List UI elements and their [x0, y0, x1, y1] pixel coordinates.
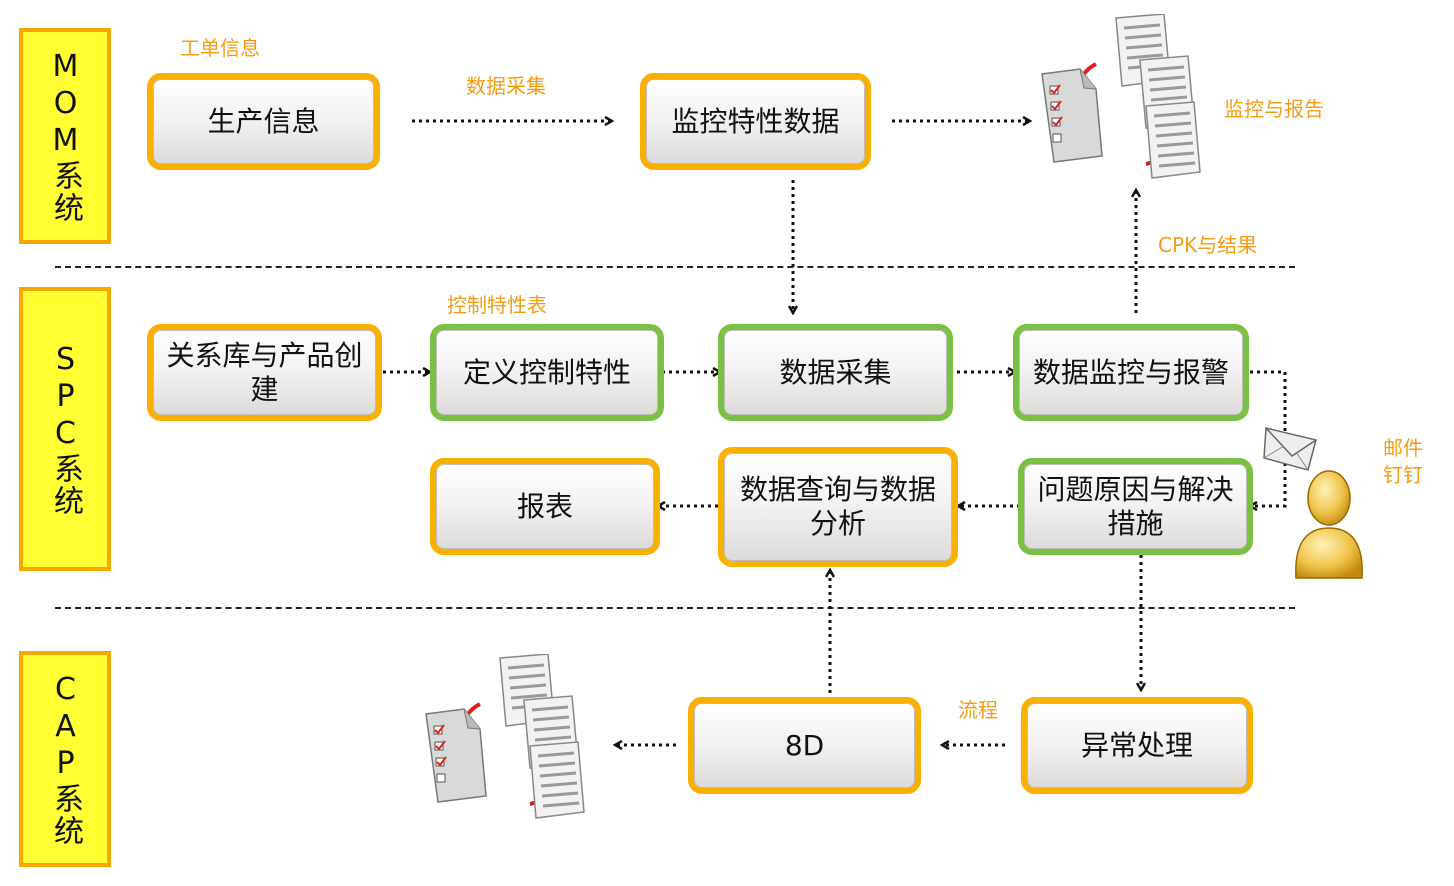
box-data-collection: 数据采集 [718, 324, 953, 421]
lane-cap: CAP系统 [19, 651, 111, 867]
checklist-document-icon [425, 708, 487, 803]
lane-spc: SPC系统 [19, 287, 111, 571]
box-define-control-characteristic: 定义控制特性 [430, 324, 664, 421]
report-pages-icon [1115, 14, 1201, 179]
box-production-info: 生产信息 [147, 73, 380, 170]
lane-separator-top [55, 266, 1295, 268]
report-documents-icon [1041, 14, 1201, 179]
label-data-collection: 数据采集 [466, 74, 546, 98]
box-query-analysis: 数据查询与数据分析 [718, 447, 958, 567]
box-problem-solution: 问题原因与解决措施 [1018, 458, 1253, 555]
lane-separator-bottom [55, 607, 1295, 609]
user-person-icon [1295, 470, 1363, 579]
box-report-table: 报表 [430, 458, 660, 555]
label-monitor-report: 监控与报告 [1224, 97, 1324, 121]
cap-report-documents-icon [425, 654, 585, 819]
label-cpk-result: CPK与结果 [1158, 233, 1258, 257]
lane-cap-label: CAP系统 [48, 671, 83, 847]
box-create-library: 关系库与产品创建 [147, 324, 382, 421]
mail-envelope-icon [1263, 427, 1317, 471]
box-monitor-alarm: 数据监控与报警 [1013, 324, 1249, 421]
checklist-document-icon [1041, 68, 1103, 163]
lane-mom: MOM系统 [19, 28, 111, 244]
box-exception-handling: 异常处理 [1021, 697, 1253, 794]
label-dingtalk: 钉钉 [1383, 463, 1423, 487]
report-pages-icon [499, 654, 585, 819]
box-8d: 8D [688, 697, 921, 794]
lane-mom-label: MOM系统 [48, 48, 83, 224]
label-mail: 邮件 [1383, 436, 1423, 460]
label-control-table: 控制特性表 [447, 293, 547, 317]
lane-spc-label: SPC系统 [48, 341, 83, 517]
box-monitor-characteristic-data: 监控特性数据 [640, 73, 871, 170]
label-work-order: 工单信息 [180, 36, 260, 60]
label-process: 流程 [958, 698, 998, 722]
